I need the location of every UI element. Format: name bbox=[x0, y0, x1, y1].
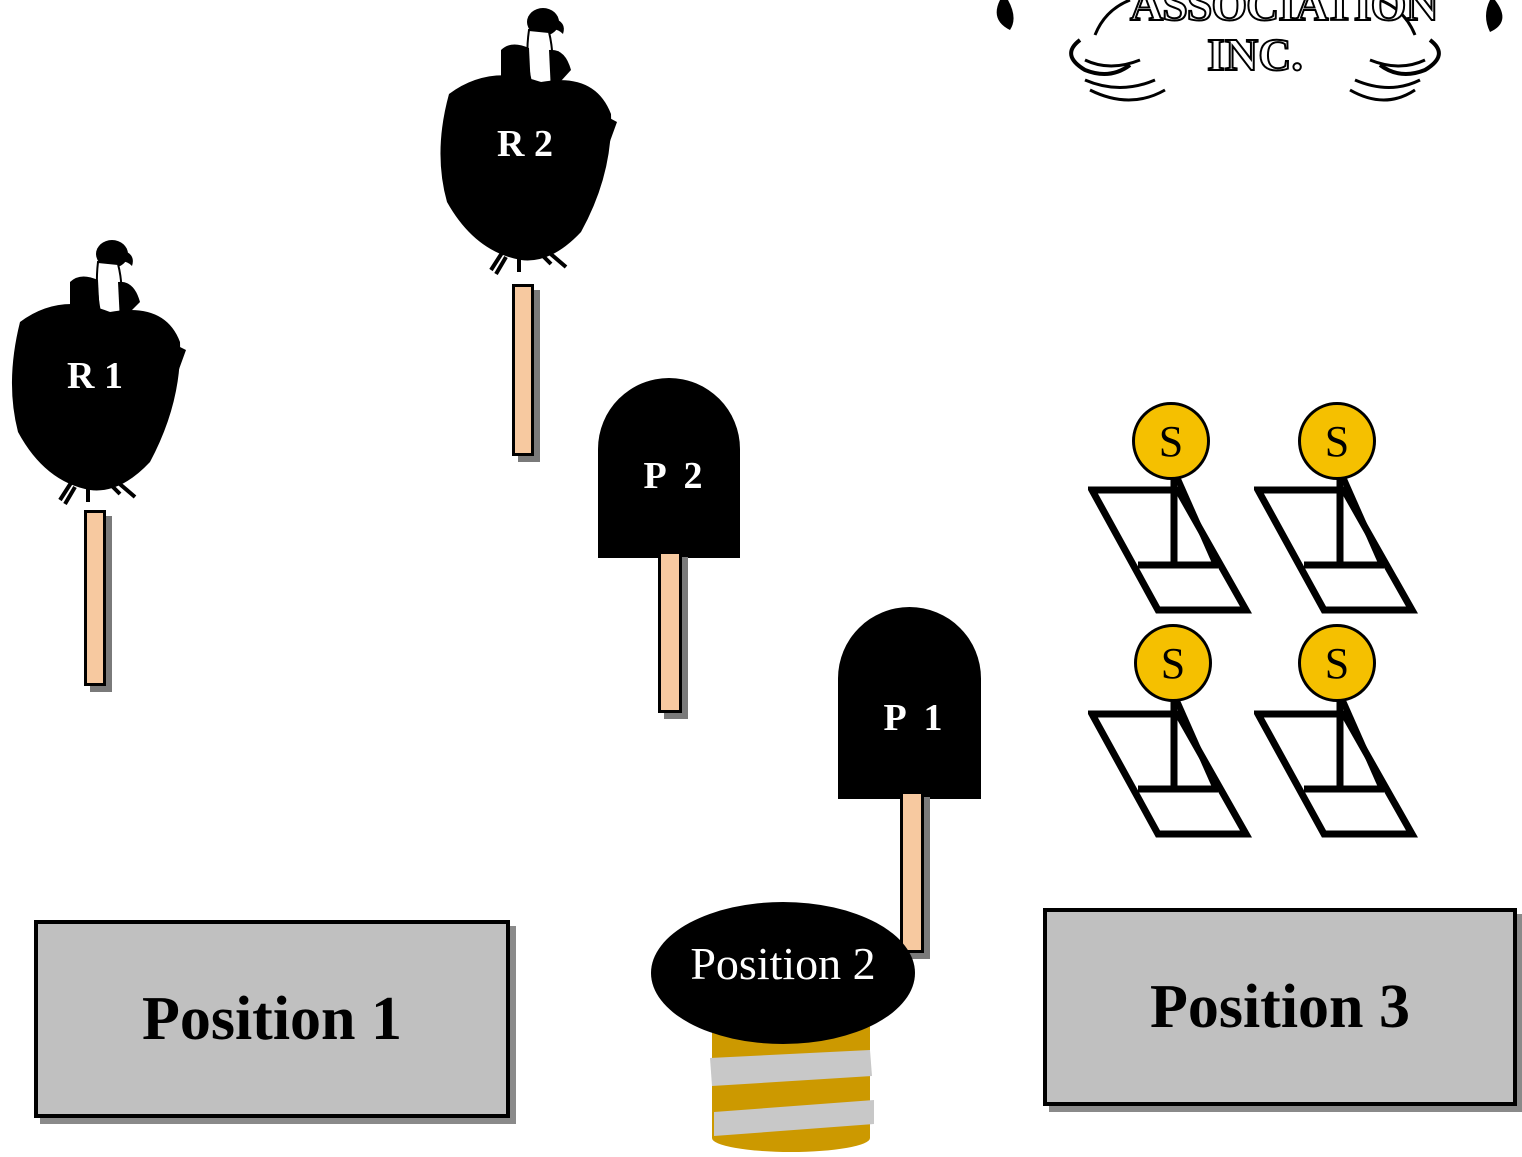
trap-top-right: S bbox=[1252, 402, 1424, 620]
logo-line2: INC. bbox=[1206, 28, 1304, 81]
vulture-icon bbox=[11, 240, 186, 506]
position-1-label: Position 1 bbox=[141, 984, 403, 1053]
trap-icon bbox=[1252, 692, 1419, 838]
vulture-icon bbox=[440, 8, 617, 276]
coin-icon: S bbox=[1132, 402, 1210, 480]
shovel-p1-handle bbox=[900, 791, 924, 953]
shovel-p1-label: P 1 bbox=[883, 697, 943, 739]
vulture-r2-post bbox=[512, 284, 534, 456]
shovel-p2-label: P 2 bbox=[643, 455, 703, 497]
coin-icon: S bbox=[1134, 624, 1212, 702]
vulture-r1: R 1 bbox=[0, 232, 190, 517]
trap-icon bbox=[1086, 692, 1253, 838]
logo-line1: ASSOCIATION bbox=[1129, 0, 1440, 31]
shovel-p2-blade bbox=[598, 378, 740, 558]
vulture-r1-label: R 1 bbox=[67, 355, 123, 397]
position-1-box: Position 1 bbox=[34, 920, 510, 1118]
shovel-p1-blade bbox=[838, 607, 981, 799]
shovel-p2-handle bbox=[658, 551, 682, 713]
trap-top-left: S bbox=[1086, 402, 1258, 620]
vulture-r2-label: R 2 bbox=[497, 123, 553, 165]
position-2-oval: Position 2 bbox=[651, 902, 915, 1044]
coin-icon: S bbox=[1298, 624, 1376, 702]
vulture-r2: R 2 bbox=[425, 2, 620, 287]
position-3-box: Position 3 bbox=[1043, 908, 1517, 1106]
trap-icon bbox=[1086, 468, 1253, 614]
position-2-label: Position 2 bbox=[690, 937, 876, 989]
position-3-label: Position 3 bbox=[1149, 972, 1411, 1041]
trap-icon bbox=[1252, 468, 1419, 614]
trap-bottom-right: S bbox=[1252, 624, 1424, 844]
association-logo: ASSOCIATION INC. bbox=[990, 0, 1522, 110]
trap-bottom-left: S bbox=[1086, 624, 1258, 844]
logo-emblem-icon bbox=[996, 0, 1503, 102]
vulture-r1-post bbox=[84, 510, 106, 686]
coin-icon: S bbox=[1298, 402, 1376, 480]
